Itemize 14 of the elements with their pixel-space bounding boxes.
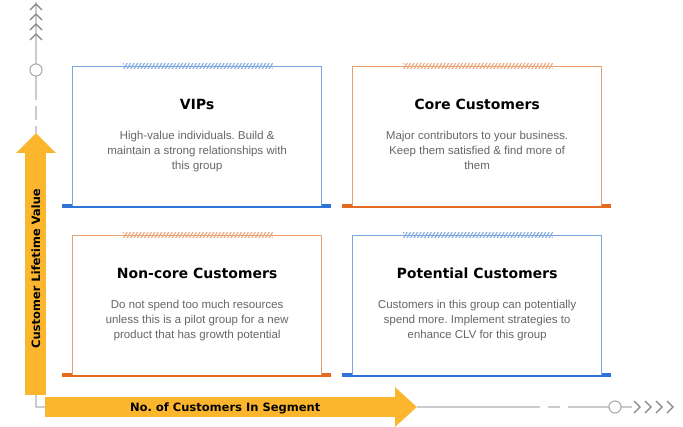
axis-label: No. of Customers In Segment bbox=[130, 400, 320, 414]
segment-title: Non-core Customers bbox=[116, 266, 278, 282]
axis-label: Customer Lifetime Value bbox=[29, 188, 43, 348]
segment-title: Potential Customers bbox=[396, 266, 558, 282]
segment-card bbox=[72, 235, 322, 375]
segment-card bbox=[352, 235, 602, 375]
description: Customers in this group can potentially spend more. Implement strategies to enhance CLV for this group bbox=[377, 298, 577, 343]
description: High-value individuals. Build & maintain a strong relationships with this group bbox=[106, 129, 288, 174]
segment-card bbox=[352, 66, 602, 206]
description: Do not spend too much resources unless this is a pilot group for a new product that has growth potential bbox=[104, 298, 290, 343]
description: Major contributors to your business. Keep them satisfied & find more of them bbox=[384, 129, 570, 174]
segment-card bbox=[72, 66, 322, 206]
segment-title: Core Customers bbox=[413, 97, 541, 113]
segment-title: VIPs bbox=[178, 97, 216, 113]
